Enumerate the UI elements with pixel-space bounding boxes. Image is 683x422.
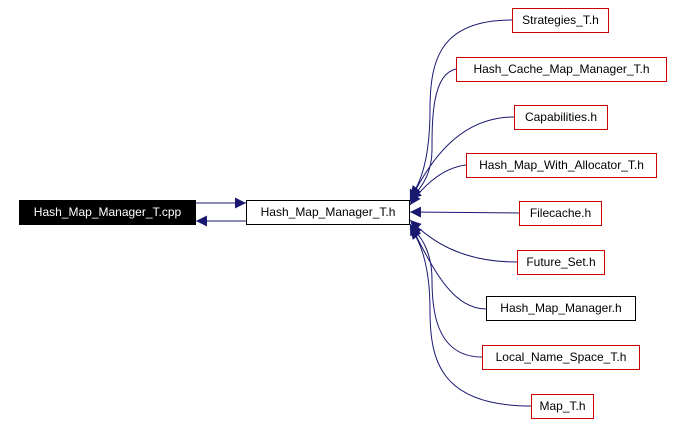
node-hash-map-manager-t-h[interactable]: Hash_Map_Manager_T.h [246,200,410,225]
edge-future-set [409,219,518,263]
edge-strategies [409,19,513,198]
node-local-name-space-t-h[interactable]: Local_Name_Space_T.h [482,345,640,370]
node-map-t-h[interactable]: Map_T.h [531,394,594,419]
edge-with-allocator [409,164,467,206]
edge-hash-map-manager [409,223,487,310]
node-strategies-t-h[interactable]: Strategies_T.h [512,8,609,33]
node-hash-map-with-allocator-t-h[interactable]: Hash_Map_With_Allocator_T.h [466,153,657,178]
edge-filecache [409,206,520,218]
edge-hash-cache [409,68,457,200]
edge-capabilities [409,116,515,202]
node-hash-map-manager-t-cpp: Hash_Map_Manager_T.cpp [19,200,196,225]
node-hash-map-manager-h[interactable]: Hash_Map_Manager.h [486,296,636,321]
edge-local-name-space [409,225,483,358]
node-future-set-h[interactable]: Future_Set.h [517,250,605,275]
edge-map [409,227,532,407]
node-filecache-h[interactable]: Filecache.h [519,201,602,226]
node-hash-cache-map-manager-t-h[interactable]: Hash_Cache_Map_Manager_T.h [456,57,667,82]
node-capabilities-h[interactable]: Capabilities.h [514,105,608,130]
